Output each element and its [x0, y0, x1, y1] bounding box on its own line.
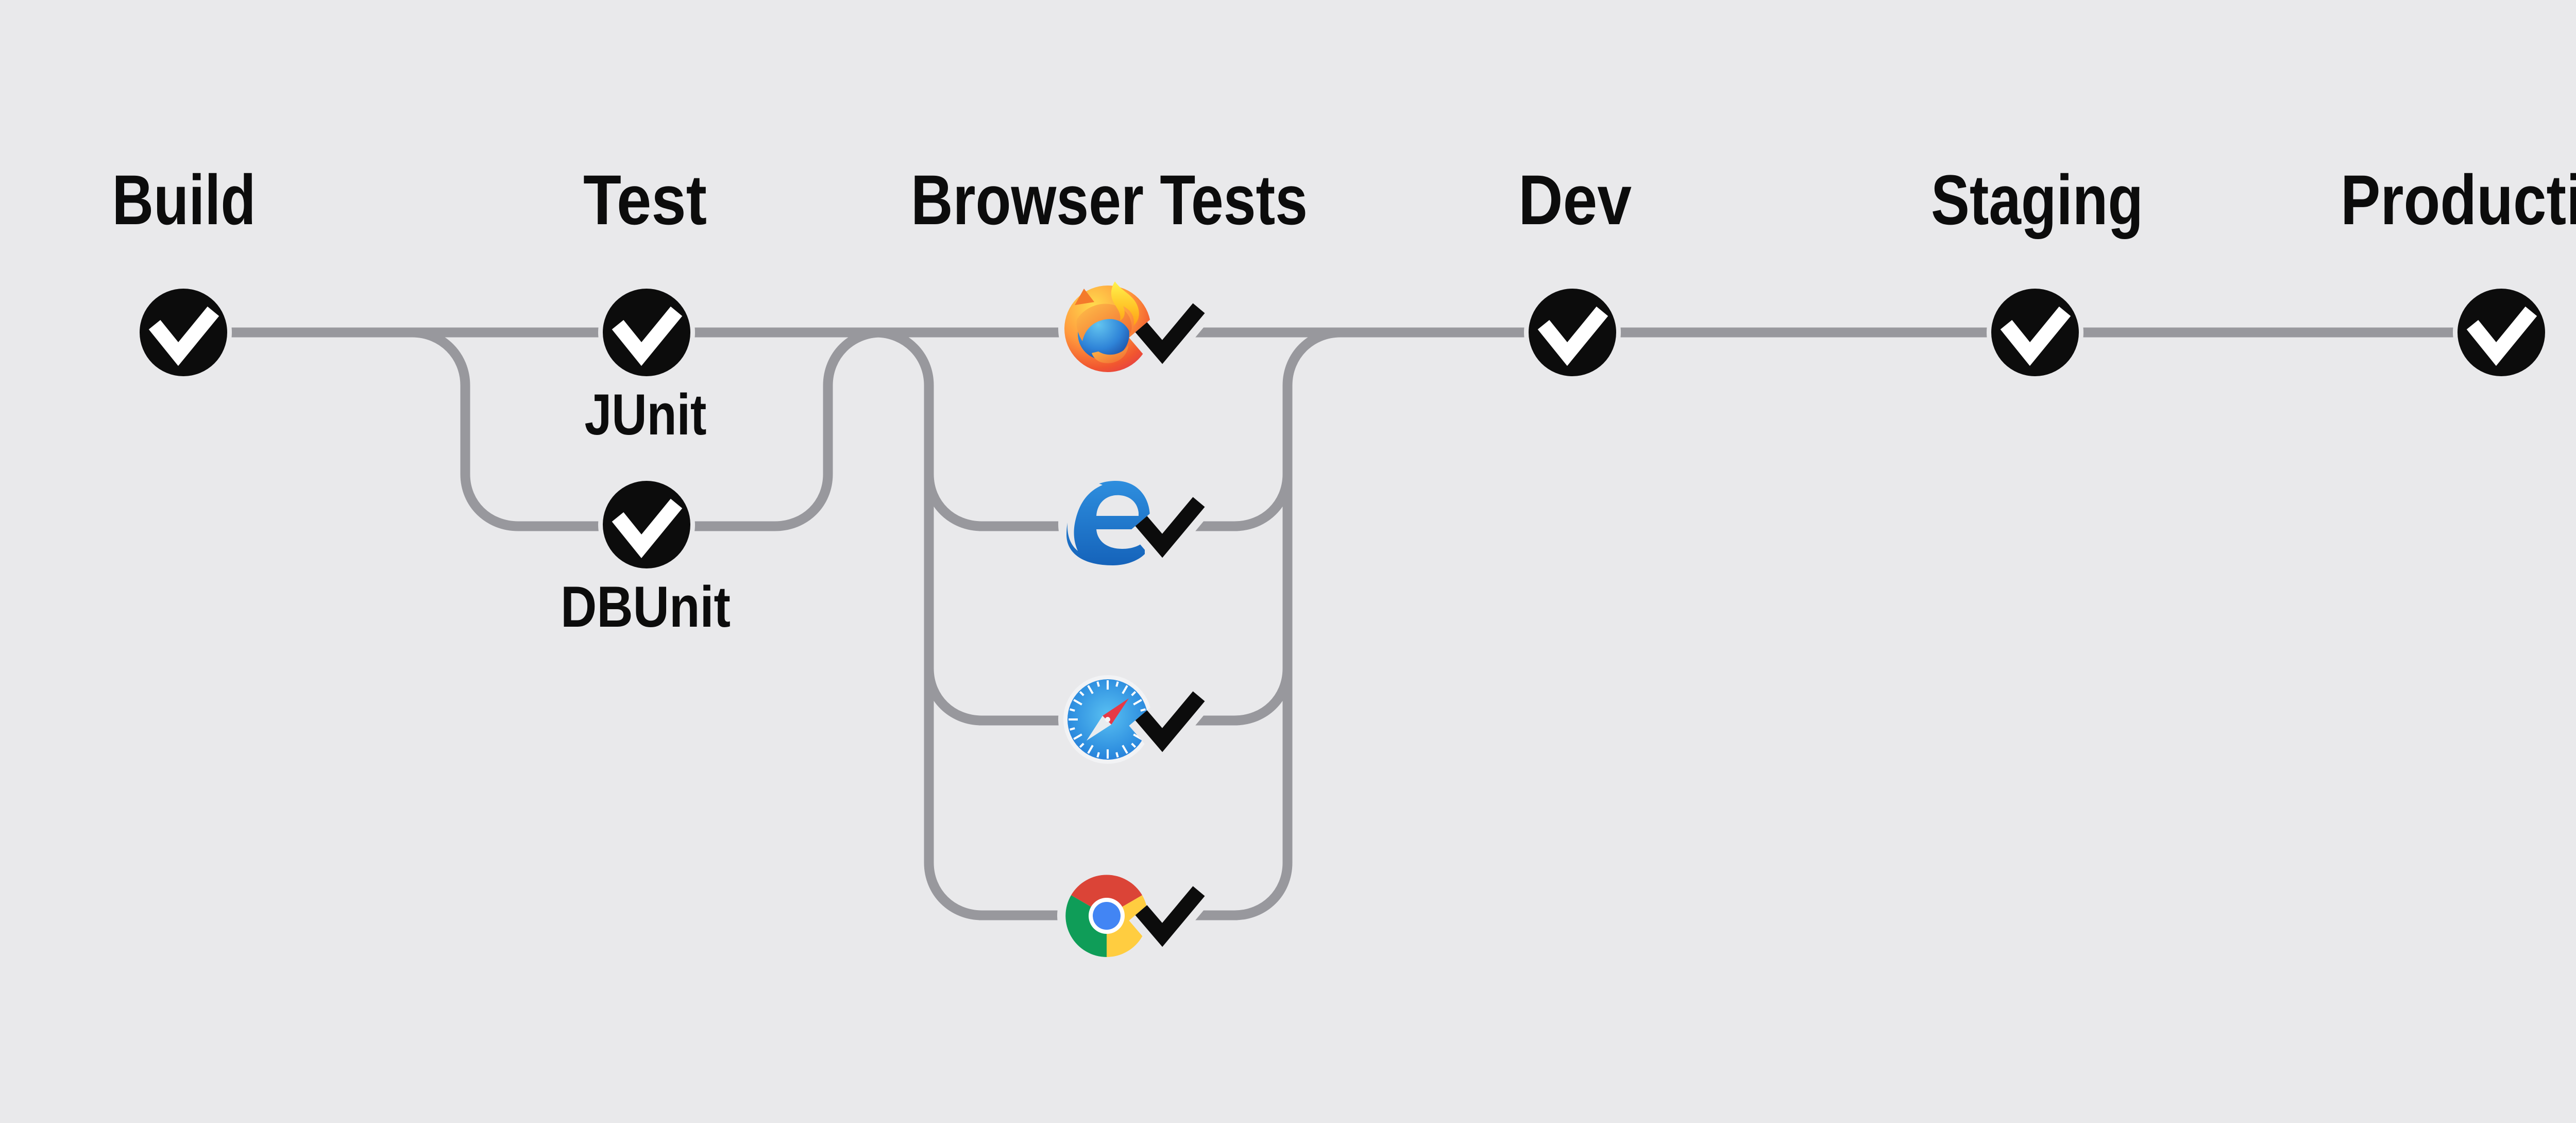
firefox-arm: [1076, 304, 1132, 341]
check-icon: [1135, 886, 1205, 947]
check-icon: [1135, 691, 1205, 752]
job-label-junit: JUnit: [585, 382, 707, 447]
edge-split-curve: [924, 474, 982, 531]
check-node-dbunit: [598, 476, 695, 573]
edge-swoosh: [1067, 483, 1103, 551]
firefox-pass-check: [1129, 298, 1211, 377]
safari-merge-curve: [1234, 668, 1293, 726]
chrome-pass-check: [1129, 881, 1211, 960]
check-node-junit: [598, 284, 695, 381]
firefox-icon: [1058, 279, 1157, 378]
stage-label-browser-tests: Browser Tests: [911, 161, 1308, 240]
safari-pass-check: [1129, 686, 1211, 765]
check-icon: [612, 498, 683, 558]
check-icon: [1135, 303, 1205, 364]
browser-split-track: [875, 327, 982, 920]
edge-icon: [1058, 475, 1157, 574]
browser-merge-track: [1234, 327, 1341, 920]
safari-ticks: [1069, 680, 1147, 759]
check-icon: [1537, 306, 1608, 366]
safari-split-curve: [924, 668, 982, 726]
check-icon: [1135, 497, 1205, 558]
check-node-staging: [1987, 284, 2083, 381]
edge-e: [1066, 481, 1150, 565]
firefox-tail: [1092, 345, 1128, 363]
stage-label-test: Test: [583, 161, 707, 240]
firefox-flame: [1111, 281, 1139, 326]
stage-label-production: Production: [2341, 161, 2576, 240]
chrome-red: [1071, 875, 1142, 916]
check-icon: [148, 306, 219, 366]
check-node-production: [2453, 284, 2550, 381]
job-label-dbunit: DBUnit: [561, 575, 731, 639]
check-icon: [2466, 306, 2537, 366]
edge-pass-check: [1129, 492, 1211, 571]
safari-needle: [1086, 698, 1129, 741]
check-node-build: [135, 284, 232, 381]
check-node-dev: [1524, 284, 1621, 381]
check-icon: [2000, 306, 2071, 366]
check-icon: [612, 306, 683, 366]
chrome-hub: [1093, 902, 1121, 930]
chrome-icon: [1057, 866, 1156, 965]
stage-label-dev: Dev: [1518, 161, 1632, 240]
safari-icon: [1058, 670, 1157, 769]
stage-label-staging: Staging: [1931, 161, 2143, 240]
stage-label-build: Build: [112, 161, 256, 240]
firefox-ear: [1075, 289, 1094, 305]
edge-merge-curve: [1234, 474, 1293, 531]
